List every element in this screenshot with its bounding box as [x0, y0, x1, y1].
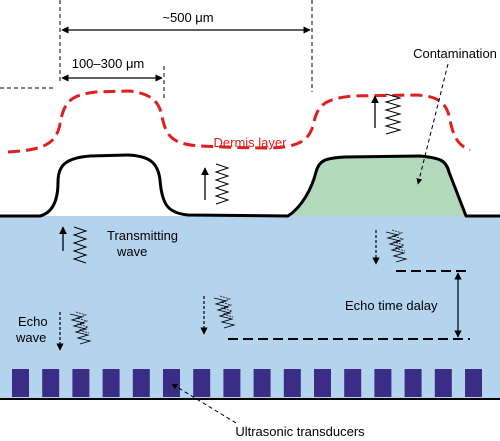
echo-wave-icon-right [372, 229, 408, 265]
echo-wave-label-line2: wave [15, 330, 46, 345]
skin-surface-profile [0, 153, 500, 218]
ultrasonic-transducers-label: Ultrasonic transducers [235, 424, 365, 439]
transducer-element [465, 369, 482, 397]
transmit-wave-icon [59, 226, 88, 264]
transducer-element [102, 369, 120, 397]
echo-wave-icon-middle [200, 295, 236, 335]
dermis-layer-line [7, 89, 471, 154]
dermis-layer-label: Dermis layer [214, 135, 288, 150]
bump-width-label: 100–300 μm [72, 56, 145, 71]
echo-wave-label-line1: Echo [18, 314, 48, 329]
transmit-wave-icon-skin [201, 163, 230, 205]
total-width-label: ~500 μm [162, 10, 213, 25]
transducer-element [42, 369, 60, 397]
contamination-region [288, 156, 466, 216]
transducer-element [72, 369, 90, 397]
transducer-element [314, 369, 331, 397]
transducer-element [374, 369, 392, 397]
contamination-label: Contamination [413, 46, 497, 61]
echo-wave-icon-left [56, 311, 92, 351]
transducer-pointer [171, 383, 237, 424]
transducer-element [253, 369, 271, 397]
transducer-array [12, 369, 482, 397]
transducer-element [163, 369, 180, 397]
transducer-element [404, 369, 422, 397]
dimension-bump-width [0, 66, 165, 100]
transducer-element [223, 369, 241, 397]
dimension-total-width [59, 0, 313, 92]
transducer-element [434, 369, 452, 397]
transducer-element [193, 369, 211, 397]
transducer-element [344, 369, 362, 397]
transmitting-wave-label-line2: wave [116, 244, 147, 259]
echo-time-delay-label: Echo time dalay [345, 298, 438, 313]
transmitting-wave-label-line1: Transmitting [107, 228, 178, 243]
transducer-element [12, 369, 29, 397]
transducer-element [132, 369, 150, 397]
transducer-element [283, 369, 301, 397]
transmit-wave-icon-dermis [371, 93, 402, 135]
